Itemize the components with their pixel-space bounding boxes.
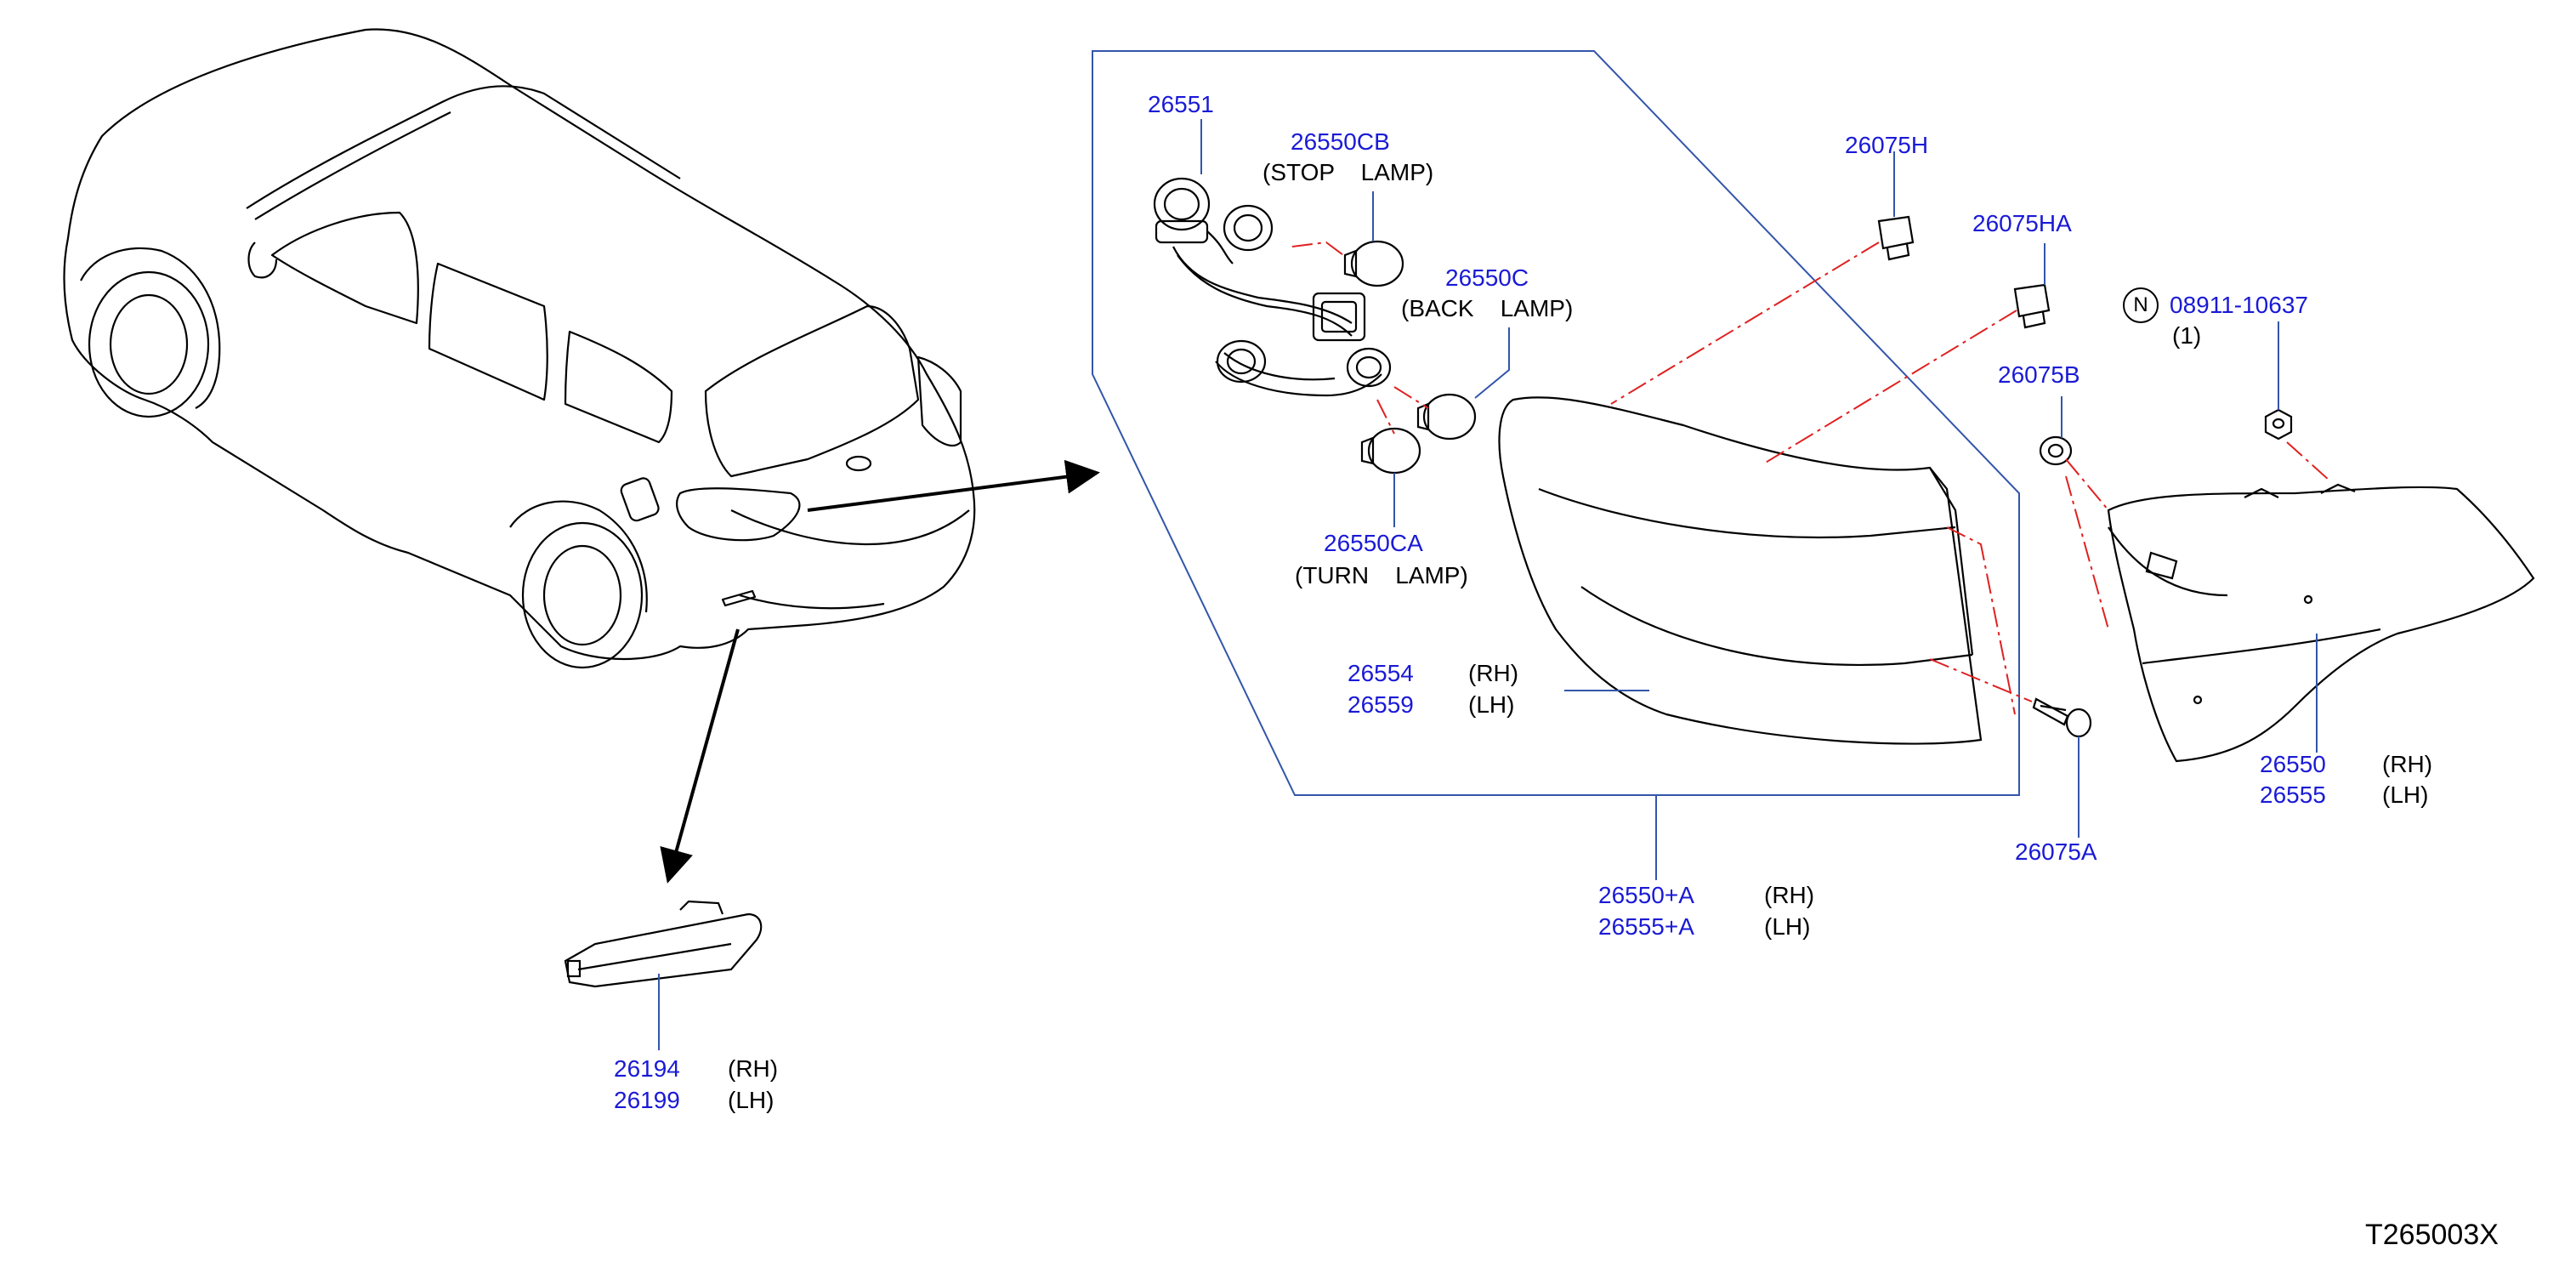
part-number-26075H[interactable]: 26075H	[1845, 132, 1929, 158]
arrow-to-reflector	[660, 628, 740, 884]
part-number-26199[interactable]: 26199	[614, 1087, 680, 1113]
side-rh-26550A: (RH)	[1764, 882, 1815, 908]
quantity-08911-10637: (1)	[2172, 322, 2202, 349]
side-lh-26199: (LH)	[728, 1087, 775, 1113]
part-number-26550CA[interactable]: 26550CA	[1324, 530, 1423, 556]
part-number-26550[interactable]: 26550	[2260, 751, 2326, 777]
part-number-26550CB[interactable]: 26550CB	[1291, 128, 1390, 155]
part-number-08911-10637[interactable]: 08911-10637	[2170, 292, 2308, 318]
side-lh-26559: (LH)	[1468, 691, 1515, 718]
assembly-lines	[1291, 241, 2330, 715]
inner-lamp-housing	[2107, 483, 2535, 763]
part-number-26075HA[interactable]: 26075HA	[1972, 210, 2072, 236]
side-rh-26194: (RH)	[728, 1055, 779, 1082]
vehicle-illustration	[63, 28, 976, 669]
arrow-to-rear-lamp	[807, 459, 1100, 512]
outer-lamp-lens	[1498, 396, 1983, 745]
side-reflector	[564, 900, 763, 988]
stop-lamp-description: (STOP LAMP)	[1262, 159, 1434, 185]
socket-harness	[1153, 177, 1392, 397]
side-rh-26554: (RH)	[1468, 660, 1519, 686]
part-number-26555A[interactable]: 26555+A	[1598, 913, 1694, 940]
n-marker-icon: N	[2123, 287, 2159, 323]
part-number-26550C[interactable]: 26550C	[1445, 264, 1529, 291]
part-number-26554[interactable]: 26554	[1348, 660, 1414, 686]
turn-lamp-description: (TURN LAMP)	[1295, 562, 1468, 588]
part-number-26194[interactable]: 26194	[614, 1055, 680, 1082]
side-lh-26555A: (LH)	[1764, 913, 1811, 940]
part-number-26075B[interactable]: 26075B	[1998, 361, 2080, 388]
part-number-26075A[interactable]: 26075A	[2015, 838, 2097, 865]
part-number-26555[interactable]: 26555	[2260, 782, 2326, 808]
part-number-26550A[interactable]: 26550+A	[1598, 882, 1694, 908]
drawing-code: T265003X	[2365, 1219, 2499, 1251]
part-number-26559[interactable]: 26559	[1348, 691, 1414, 718]
part-number-26551[interactable]: 26551	[1148, 91, 1214, 117]
detail-panel-outline	[1092, 50, 2020, 796]
back-lamp-description: (BACK LAMP)	[1401, 295, 1574, 321]
side-lh-26555: (LH)	[2382, 782, 2429, 808]
side-rh-26550: (RH)	[2382, 751, 2433, 777]
leader-lines	[658, 119, 2318, 1050]
